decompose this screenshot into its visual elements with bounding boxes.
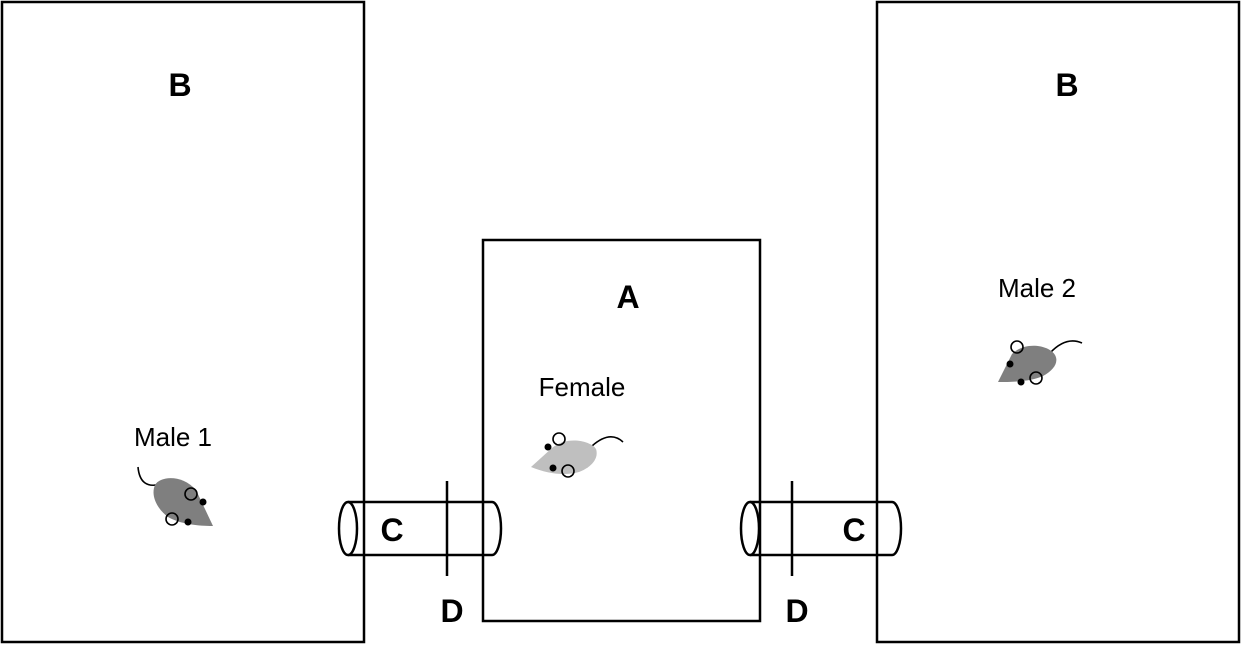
left-cage-label: B [168, 67, 191, 103]
left-tube-c [337, 500, 503, 557]
left-cage-b [0, 0, 366, 644]
right-tube-c [739, 500, 903, 557]
right-cage-label: B [1055, 67, 1078, 103]
male-1-mouse-icon [137, 466, 213, 526]
right-tube-label: C [842, 512, 865, 548]
center-cage-a [481, 238, 762, 623]
male-2-mouse-icon [998, 340, 1083, 386]
right-cage-b [875, 0, 1241, 644]
female-mouse-icon [531, 432, 624, 478]
male-1-label: Male 1 [134, 422, 212, 452]
center-cage-label: A [616, 279, 639, 315]
left-tube-label: C [380, 512, 403, 548]
female-label: Female [539, 372, 626, 402]
left-divider-label: D [440, 593, 463, 629]
male-2-label: Male 2 [998, 273, 1076, 303]
right-divider-label: D [785, 593, 808, 629]
